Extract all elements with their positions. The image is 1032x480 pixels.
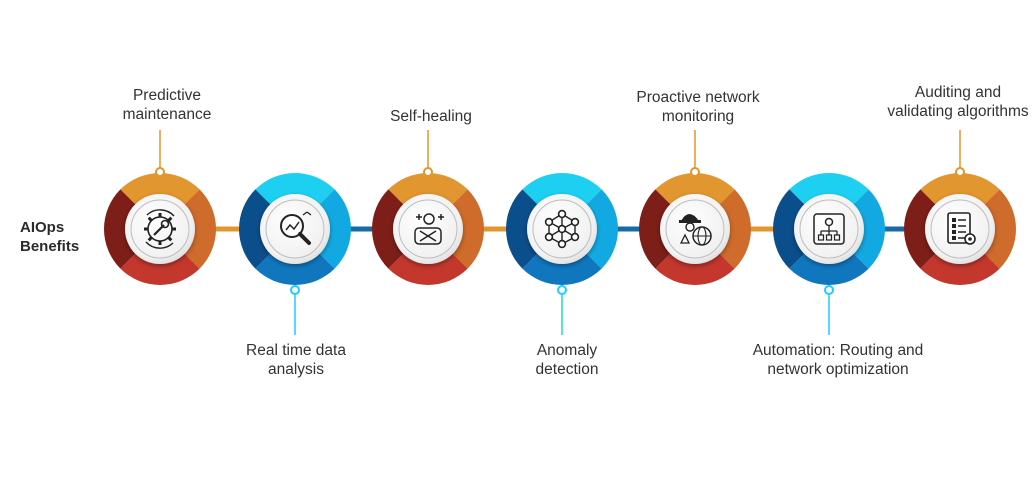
- connector-bar: [745, 226, 779, 232]
- ring-segment: [920, 173, 1000, 206]
- icon-disc: [660, 194, 730, 264]
- ring-segment: [920, 252, 1000, 285]
- icon-disc-ring: [265, 199, 325, 259]
- icon-disc: [925, 194, 995, 264]
- connector-bar: [210, 226, 245, 232]
- self-healing-icon: [414, 213, 444, 245]
- icon-disc: [260, 194, 330, 264]
- icon-disc-ring: [665, 199, 725, 259]
- icon-disc: [393, 194, 463, 264]
- callout-dot: [690, 167, 700, 177]
- ring-segment: [773, 189, 806, 269]
- benefit-label-line: Real time data: [246, 342, 346, 359]
- ring-segment: [655, 252, 735, 285]
- ring-segment: [103, 189, 137, 269]
- ring-segment: [904, 189, 937, 269]
- ring-segment: [388, 252, 468, 286]
- spy-globe-icon: [679, 214, 712, 246]
- ring-segment: [451, 189, 485, 269]
- benefit-circle: [372, 130, 485, 286]
- ring-segment: [239, 189, 272, 269]
- icon-disc-ring: [398, 199, 458, 259]
- benefit-label: Automation: Routing and network optimizat…: [718, 341, 958, 379]
- benefit-label-line: detection: [535, 361, 599, 378]
- ring-segment: [852, 189, 885, 269]
- benefit-label: Self-healing: [311, 107, 551, 126]
- connector-bar: [345, 226, 378, 232]
- benefit-label: Auditing and validating algorithms: [838, 83, 1032, 121]
- ring-segment: [655, 173, 735, 206]
- connector-bar: [879, 226, 910, 232]
- benefit-label: Anomaly detection: [447, 341, 687, 379]
- icon-disc-ring: [799, 199, 859, 259]
- benefit-label-line: analysis: [268, 361, 324, 378]
- ring-segment: [255, 252, 335, 286]
- benefit-label-line: Automation: Routing and: [752, 342, 924, 359]
- benefit-label-line: Predictive: [132, 87, 202, 104]
- benefit-label-line: Auditing and: [914, 84, 1002, 101]
- icon-disc-ring: [532, 199, 592, 259]
- icon-disc-ring: [130, 199, 190, 259]
- audit-checklist-icon: [947, 212, 976, 245]
- benefit-label: Proactive network monitoring: [578, 88, 818, 126]
- benefit-label: Predictive maintenance: [47, 86, 287, 124]
- ring-segment: [522, 173, 602, 206]
- ring-segment: [789, 173, 869, 206]
- benefit-circle: [103, 130, 217, 285]
- benefit-label-line: network optimization: [767, 361, 909, 378]
- ring-segment: [120, 252, 200, 285]
- benefit-label-line: maintenance: [122, 106, 212, 123]
- icon-disc-ring: [930, 199, 990, 259]
- ring-segment: [120, 173, 200, 206]
- callout-dot: [423, 167, 433, 177]
- benefit-circle: [506, 173, 619, 335]
- ring-segment: [789, 252, 869, 285]
- gear-wrench-icon: [144, 209, 176, 249]
- diagram-title: AIOps Benefits: [20, 218, 79, 256]
- ring-segment: [318, 189, 352, 269]
- ring-segment: [983, 189, 1016, 269]
- benefit-circle: [773, 173, 885, 335]
- benefit-label-line: Self-healing: [390, 108, 472, 125]
- network-nodes-icon: [544, 209, 580, 249]
- connector-bar: [612, 226, 645, 232]
- callout-dot: [824, 285, 834, 295]
- benefit-circle: [239, 172, 352, 335]
- callout-dot: [955, 167, 965, 177]
- benefit-circles: [103, 130, 1016, 335]
- callout-dot: [557, 285, 567, 295]
- automation-flow-icon: [813, 213, 845, 245]
- benefit-label: Real time data analysis: [176, 341, 416, 379]
- ring-segment: [506, 189, 539, 269]
- ring-segment: [183, 189, 217, 269]
- ring-segment: [522, 252, 602, 285]
- benefit-circle: [639, 130, 752, 285]
- diagram-title-line-2: Benefits: [20, 238, 80, 255]
- benefit-circle: [904, 130, 1016, 285]
- benefit-label-line: validating algorithms: [887, 103, 1029, 120]
- connector-bars: [210, 226, 910, 232]
- ring-segment: [388, 172, 468, 206]
- ring-segment: [255, 172, 335, 206]
- ring-segment: [718, 189, 752, 269]
- ring-segment: [585, 189, 619, 269]
- benefit-label-line: monitoring: [661, 108, 735, 125]
- benefit-label-line: Anomaly: [536, 342, 598, 359]
- magnifier-chart-icon: [280, 211, 312, 245]
- diagram-title-line-1: AIOps: [20, 219, 65, 236]
- callout-dot: [155, 167, 165, 177]
- ring-segment: [639, 189, 672, 269]
- benefit-label-line: Proactive network: [636, 89, 760, 106]
- ring-segment: [372, 189, 405, 269]
- connector-bar: [478, 226, 512, 232]
- callout-dot: [290, 285, 300, 295]
